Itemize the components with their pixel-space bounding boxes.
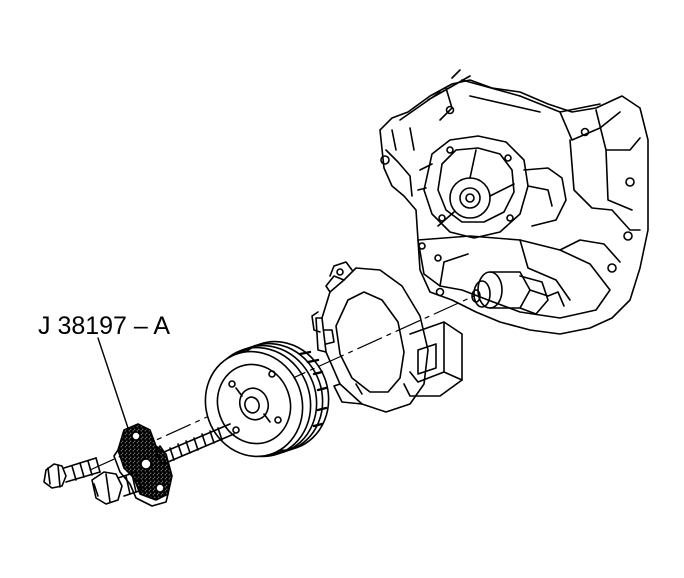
installer-tool-plate — [113, 423, 173, 507]
tool-label: J 38197 – A — [38, 312, 171, 340]
label-leader-line — [97, 337, 129, 429]
tool-forcing-screw — [91, 471, 143, 505]
tool-long-bolt — [43, 457, 101, 489]
crankshaft-nose — [471, 271, 565, 315]
tool-threaded-rod — [155, 423, 235, 465]
front-cover-seal — [311, 261, 463, 413]
crankshaft-balancer — [204, 340, 330, 458]
engine-block — [379, 69, 649, 335]
